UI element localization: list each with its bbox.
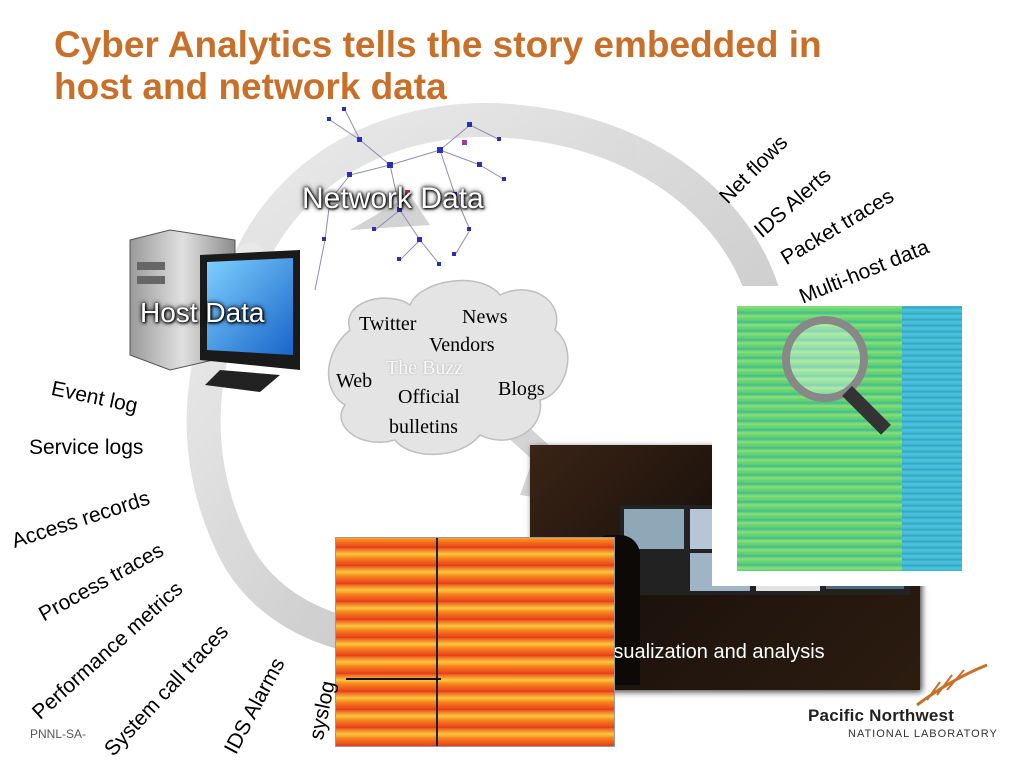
spectrogram-panel (712, 286, 968, 586)
buzz-cloud (327, 279, 569, 456)
cloud-center-label: The Buzz (386, 357, 464, 379)
page-title: Cyber Analytics tells the story embedded… (54, 24, 994, 108)
host-computer-illustration (129, 229, 300, 392)
photo-caption: Visualization and analysis (596, 641, 825, 663)
network-data-label: Network Data (302, 182, 484, 215)
logo-subtitle: NATIONAL LABORATORY (848, 728, 998, 740)
cloud-word-vendors: Vendors (429, 334, 495, 356)
logo-title: Pacific Northwest (808, 706, 955, 725)
cloud-word-bulletins: bulletins (389, 416, 458, 438)
cloud-word-twitter: Twitter (359, 313, 417, 335)
network-nodes (322, 107, 506, 266)
cloud-word-web: Web (336, 370, 373, 392)
title-line-1: Cyber Analytics tells the story embedded… (54, 24, 822, 65)
pnnl-logo-mark (916, 663, 988, 707)
title-line-2: host and network data (54, 66, 447, 107)
document-id: PNNL-SA- (30, 727, 87, 741)
cloud-word-official: Official (398, 386, 460, 408)
host-source-service-logs: Service logs (29, 436, 144, 459)
cloud-word-news: News (462, 306, 508, 328)
network-graph (314, 109, 506, 291)
heatmap-panel (335, 537, 615, 747)
cloud-word-blogs: Blogs (498, 378, 545, 400)
host-data-label: Host Data (140, 297, 265, 328)
